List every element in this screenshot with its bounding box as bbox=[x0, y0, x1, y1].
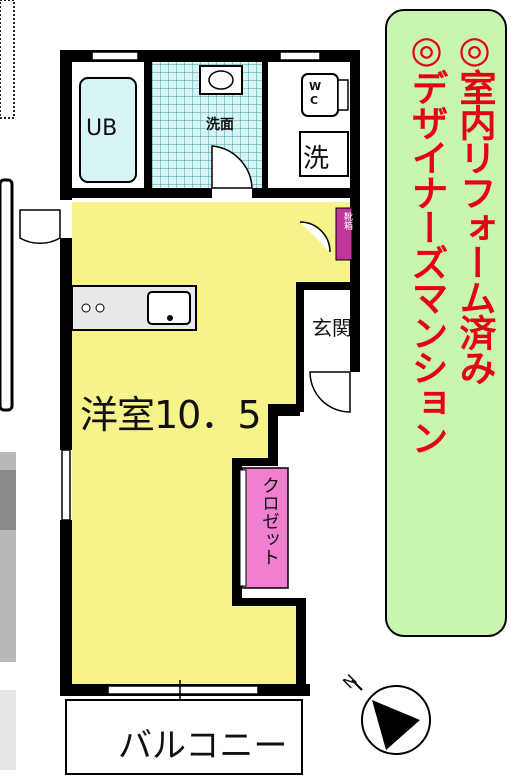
callout-box bbox=[385, 9, 507, 637]
shoe-box-label: 靴箱 bbox=[342, 212, 352, 230]
washer-box bbox=[299, 131, 349, 177]
balcony bbox=[65, 699, 303, 775]
toilet-label-c: C bbox=[310, 94, 319, 107]
closet bbox=[241, 467, 289, 589]
bathtub bbox=[79, 77, 137, 183]
stove-burner-icon bbox=[81, 303, 105, 313]
kitchen-sink-icon bbox=[147, 291, 191, 325]
entrance-door-swings bbox=[19, 209, 351, 413]
entrance-floor bbox=[308, 282, 356, 368]
door-swing-icon bbox=[211, 145, 253, 189]
washroom-label: 洗面 bbox=[206, 117, 234, 133]
shoe-box bbox=[335, 207, 353, 261]
compass-icon bbox=[351, 679, 431, 755]
balcony-label: バルコニー bbox=[118, 726, 288, 766]
washer-label: 洗 bbox=[303, 144, 330, 174]
sink-icon bbox=[199, 65, 243, 95]
toilet-icon bbox=[301, 73, 349, 117]
left-edge-photos bbox=[0, 0, 16, 770]
closet-label: クロゼット bbox=[259, 476, 280, 566]
toilet-label-w: W bbox=[309, 80, 322, 93]
windows bbox=[61, 51, 321, 700]
western-room-floor bbox=[72, 202, 350, 690]
callout-line-1: ◎室内リフォーム済み bbox=[453, 28, 496, 384]
western-room-label: 洋室10．5 bbox=[80, 393, 262, 437]
closet-door bbox=[239, 469, 247, 587]
callout-line-2: ◎デザイナーズマンション bbox=[405, 28, 448, 454]
kitchen-counter bbox=[71, 285, 197, 331]
entrance-label: 玄関 bbox=[312, 316, 352, 340]
unit-bath-label: UB bbox=[86, 116, 118, 141]
